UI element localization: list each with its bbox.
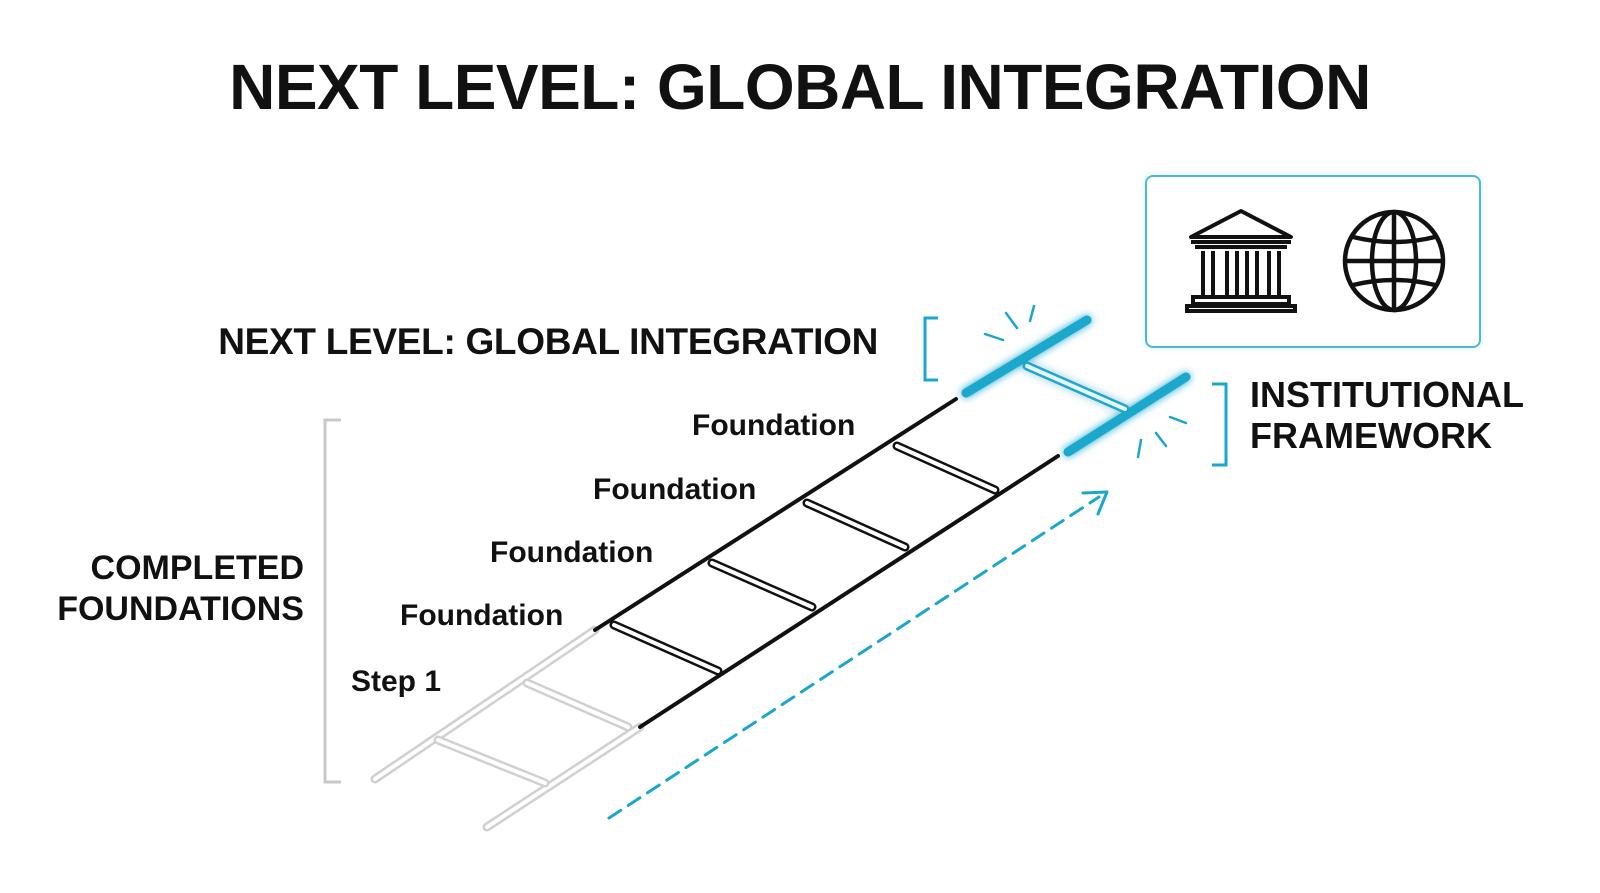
rung-label: Foundation	[400, 599, 564, 632]
ladder-rung-next-inner	[1025, 364, 1127, 411]
ladder-rail-right-faded-inner	[485, 725, 642, 829]
ladder-next-level-section	[961, 315, 1191, 457]
bank-icon	[1183, 207, 1299, 318]
ladder-rung-4	[609, 620, 723, 676]
next-level-bracket	[923, 316, 938, 382]
progress-arrow	[607, 490, 1109, 820]
next-level-label: NEXT LEVEL: GLOBAL INTEGRATION	[218, 321, 878, 362]
sparkle-marks	[983, 304, 1188, 459]
rung-label: Foundation	[593, 473, 757, 506]
ladder-rung-2	[802, 498, 910, 552]
ladder-completed-section	[370, 625, 645, 832]
ladder-rail-right	[638, 454, 1060, 729]
completed-bracket	[323, 418, 341, 784]
framework-label-line-1: INSTITUTIONAL	[1250, 374, 1524, 415]
rung-label: Foundation	[490, 536, 654, 569]
ladder-foundation-section	[593, 397, 1060, 729]
institutional-framework-label: INSTITUTIONAL FRAMEWORK	[1250, 374, 1524, 457]
completed-label-line-2: FOUNDATIONS	[57, 590, 304, 629]
ladder-rail-right-next	[1063, 372, 1191, 457]
framework-bracket	[1212, 382, 1228, 467]
ladder-rung-3	[707, 558, 817, 612]
completed-label-line-1: COMPLETED	[90, 549, 304, 587]
ladder-rung-faded-1-inner	[436, 738, 547, 785]
ladder-rail-left-next	[961, 315, 1092, 398]
globe-icon	[1340, 207, 1448, 320]
framework-label-line-2: FRAMEWORK	[1250, 415, 1492, 457]
completed-foundations-label: COMPLETED FOUNDATIONS	[57, 548, 304, 631]
ladder-rung-faded-2-inner	[525, 681, 630, 729]
framework-icon-box	[1145, 175, 1481, 348]
rung-label-step-1: Step 1	[351, 665, 442, 698]
page-title: NEXT LEVEL: GLOBAL INTEGRATION	[229, 51, 1371, 123]
ladder-rail-left-faded-inner	[373, 628, 597, 781]
ladder-rail-left	[593, 397, 958, 632]
ladder-rung-1	[892, 441, 1000, 495]
rung-label: Foundation	[692, 409, 856, 442]
